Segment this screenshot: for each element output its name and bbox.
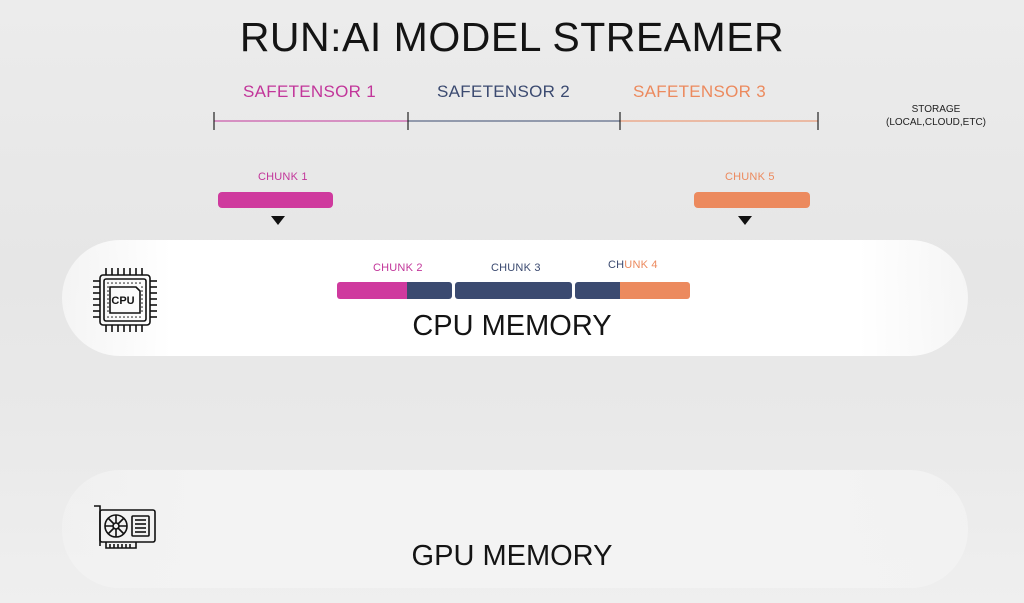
down-arrow-icon [271, 216, 285, 225]
safetensor-3-label: SAFETENSOR 3 [633, 82, 767, 101]
storage-label: STORAGE (LOCAL,CLOUD,ETC) [876, 103, 996, 129]
page-title: RUN:AI MODEL STREAMER [239, 14, 785, 60]
safetensor-1-label: SAFETENSOR 1 [243, 82, 377, 101]
cpu-memory-title: CPU MEMORY [412, 310, 612, 342]
gpu-card-icon [94, 505, 156, 549]
chunk-4-label-part1: CH [608, 259, 625, 271]
chunk-1-bar [218, 192, 333, 208]
chunk-5-label: CHUNK 5 [725, 171, 775, 183]
storage-label-line2: (LOCAL,CLOUD,ETC) [885, 117, 986, 128]
chunk-4-bar-orange [620, 282, 690, 299]
cpu-chip-icon: CPU [93, 268, 157, 332]
chunk-4-bar-navy [575, 282, 622, 299]
storage-label-line1: STORAGE [911, 104, 961, 115]
cpu-chip-icon-text: CPU [111, 295, 134, 307]
chunk-2-bar-magenta [337, 282, 409, 299]
gpu-memory-panel [62, 470, 968, 588]
chunk-4-label: CHUNK 4 [608, 259, 658, 271]
chunk-2-label: CHUNK 2 [373, 262, 423, 274]
chunk-3-label: CHUNK 3 [491, 262, 541, 274]
chunk-4-label-part2: UNK 4 [624, 259, 658, 271]
down-arrow-icon [738, 216, 752, 225]
chunk-1-label: CHUNK 1 [258, 171, 308, 183]
chunk-2-bar-navy [407, 282, 452, 299]
chunk-5-bar [694, 192, 810, 208]
chunk-3-bar [455, 282, 572, 299]
gpu-memory-title: GPU MEMORY [411, 540, 613, 572]
safetensor-2-label: SAFETENSOR 2 [437, 82, 571, 101]
storage-timeline [213, 112, 819, 130]
